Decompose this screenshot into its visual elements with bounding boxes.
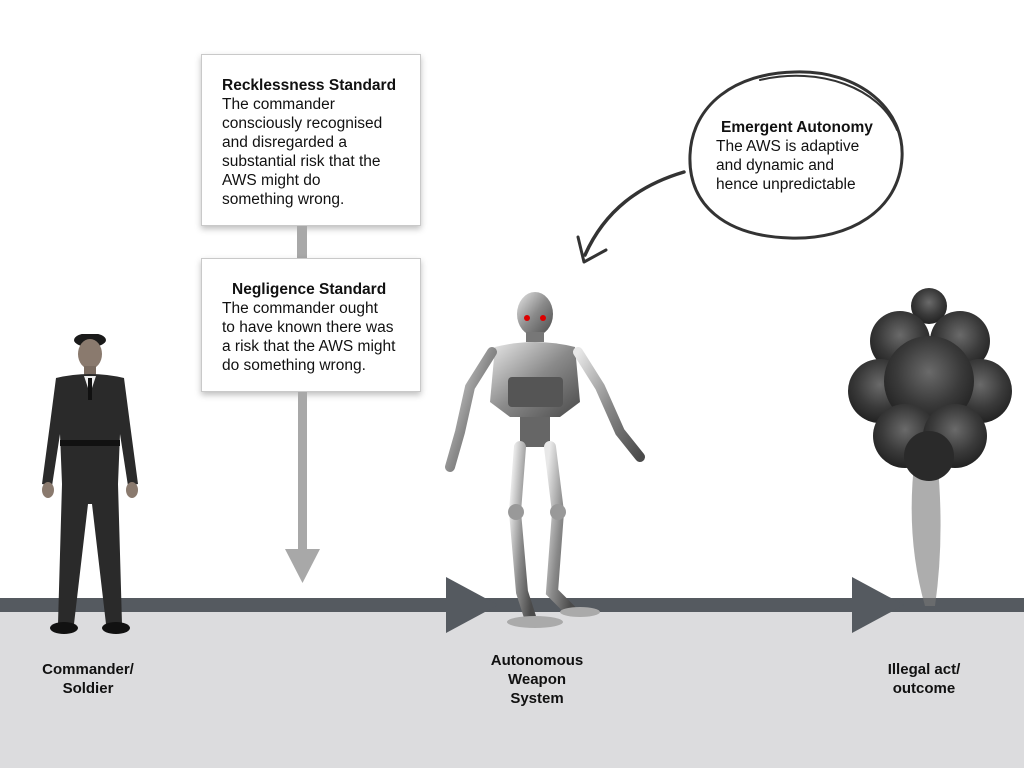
negligence-body: The commander ought to have known there … — [222, 300, 396, 374]
negligence-standard-box: Negligence Standard The commander ought … — [201, 258, 421, 392]
recklessness-body: The commander consciously recognised and… — [222, 96, 383, 208]
timeline-arrowhead-2 — [852, 577, 904, 633]
down-arrowhead — [285, 549, 320, 583]
timeline-arrowhead-1 — [446, 577, 498, 633]
box-connector — [297, 226, 307, 258]
bubble-outline — [688, 70, 904, 240]
emergent-autonomy-text: Emergent Autonomy The AWS is adaptive an… — [716, 118, 916, 194]
soldier-figure-icon — [42, 334, 138, 634]
commander-soldier-label: Commander/ Soldier — [42, 661, 134, 697]
recklessness-title: Recklessness Standard — [222, 77, 397, 94]
autonomous-weapon-system-label: Autonomous Weapon System — [490, 652, 584, 707]
robot-figure-icon — [445, 292, 645, 628]
recklessness-standard-box: Recklessness Standard The commander cons… — [201, 54, 421, 226]
negligence-title: Negligence Standard — [232, 281, 387, 298]
down-arrow-shaft — [298, 392, 307, 552]
bubble-outline-overdraw — [759, 74, 898, 131]
illegal-act-outcome-label: Illegal act/ outcome — [887, 661, 961, 697]
emergent-body: The AWS is adaptive and dynamic and henc… — [716, 138, 860, 193]
ground-band — [0, 612, 1024, 768]
curved-arrow — [583, 170, 686, 257]
emergent-title: Emergent Autonomy — [721, 119, 873, 136]
curved-arrowhead — [576, 235, 608, 264]
explosion-cloud-icon — [848, 288, 1012, 606]
timeline-bar — [0, 598, 1024, 612]
